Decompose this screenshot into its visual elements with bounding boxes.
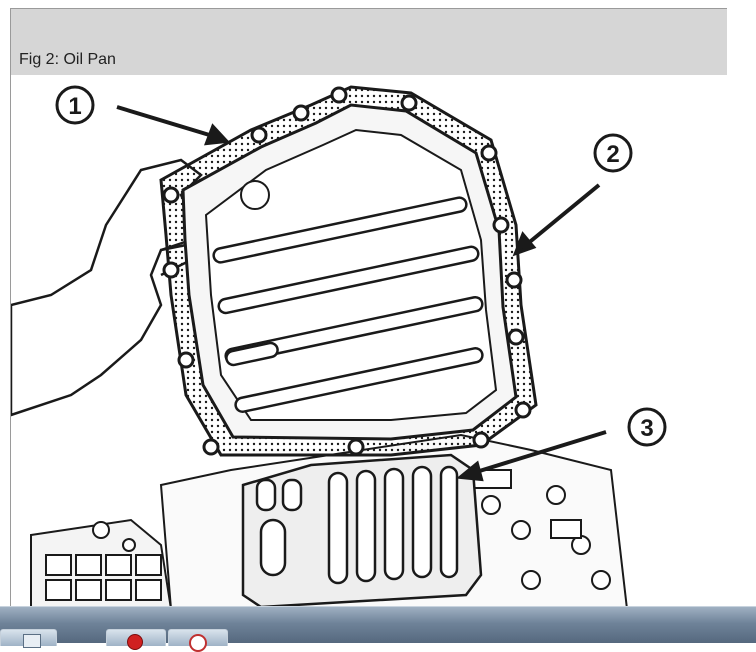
callout-arrows — [116, 105, 607, 482]
callout-3: 3 — [627, 407, 667, 447]
red-circle-app-icon — [127, 634, 143, 650]
window-icon — [23, 634, 41, 648]
oil-pan-illustration: 1 2 3 — [11, 85, 667, 609]
clock-icon — [189, 634, 207, 652]
figure-caption: Fig 2: Oil Pan — [19, 51, 116, 68]
taskbar-app-window[interactable] — [0, 629, 57, 648]
svg-text:1: 1 — [68, 93, 81, 120]
svg-text:2: 2 — [606, 141, 619, 168]
callout-2: 2 — [593, 133, 633, 173]
figure-header: Fig 2: Oil Pan — [11, 9, 727, 75]
taskbar-app-2[interactable] — [106, 629, 166, 650]
oil-filter — [241, 453, 483, 609]
page-gutter — [727, 0, 756, 608]
taskbar-app-3[interactable] — [168, 629, 228, 652]
figure-viewer: Fig 2: Oil Pan — [10, 8, 728, 610]
svg-text:3: 3 — [640, 415, 653, 442]
callout-1: 1 — [55, 85, 95, 125]
oil-pan — [159, 85, 538, 457]
taskbar — [0, 606, 756, 652]
